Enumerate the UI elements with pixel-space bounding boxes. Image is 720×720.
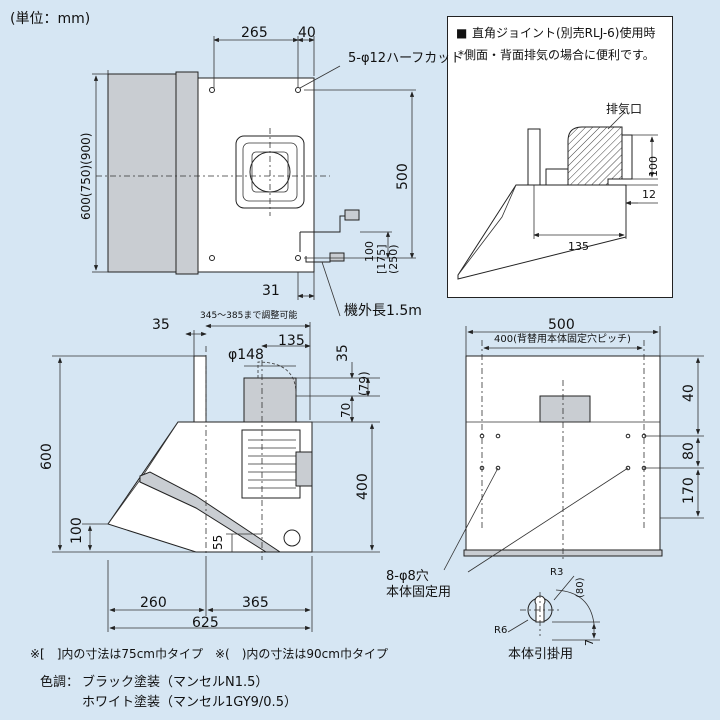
- power-plug: [344, 209, 360, 221]
- cord-length-label: 機外長1.5m: [344, 303, 422, 319]
- side-adjust-label: 345～385まで調整可能: [200, 311, 298, 321]
- front-holes-sub: 本体固定用: [386, 585, 452, 600]
- light-unit: [283, 529, 301, 547]
- side-dim-70: 70: [339, 402, 353, 418]
- front-dim-500: 500: [548, 317, 575, 333]
- inset-subtitle: *側面・背面排気の場合に便利です。: [458, 48, 655, 62]
- side-dim-100: 100: [69, 517, 85, 544]
- side-dim-35-right: 35: [335, 344, 351, 362]
- note-dimension-types: ※[ ]内の寸法は75cm巾タイプ ※( )内の寸法は90cm巾タイプ: [30, 647, 388, 661]
- top-dim-100: 100: [363, 241, 376, 262]
- color-black: ブラック塗装（マンセルN1.5）: [82, 675, 269, 690]
- inset-title: 直角ジョイント(別売RLJ-6)使用時: [472, 26, 656, 40]
- cord-clamp: [329, 252, 345, 262]
- side-phi148: φ148: [228, 347, 264, 363]
- side-dim-365: 365: [242, 595, 269, 611]
- color-white: ホワイト塗装（マンセル1GY9/0.5）: [82, 695, 297, 710]
- inset-dim-12: 12: [642, 188, 656, 201]
- top-dim-175: [175]: [375, 244, 388, 274]
- inset-exhaust-label: 排気口: [606, 102, 643, 116]
- mount-hole: [209, 87, 215, 93]
- hook-label: 本体引掛用: [508, 647, 574, 662]
- top-dim-31: 31: [262, 283, 280, 299]
- hook-dim-80: (80): [575, 577, 586, 598]
- front-duct: [539, 395, 591, 423]
- top-dim-265: 265: [241, 25, 268, 41]
- top-holes-label: 5-φ12ハーフカット: [348, 51, 464, 66]
- duct-outlet: [243, 377, 297, 423]
- inset-dim-100: 100: [647, 156, 660, 177]
- color-label: 色調：: [40, 675, 80, 690]
- mount-hole: [295, 255, 301, 261]
- side-view: [52, 322, 380, 632]
- right-angle-joint: [567, 126, 623, 186]
- front-holes-label: 8-φ8穴: [386, 569, 429, 584]
- inset-title-square-icon: ■: [456, 26, 468, 40]
- hook-r6: R6: [494, 625, 508, 636]
- mount-hole: [209, 255, 215, 261]
- side-dim-600: 600: [39, 443, 55, 470]
- side-dim-35-left: 35: [152, 317, 170, 333]
- inset-drawing: [457, 112, 658, 280]
- hook-dim-7: 7: [583, 639, 596, 646]
- top-dim-40: 40: [298, 25, 316, 41]
- hook-detail: [507, 575, 600, 641]
- front-panel: [139, 471, 282, 553]
- inset-hood: [457, 184, 627, 280]
- side-dim-135: 135: [278, 333, 305, 349]
- top-dim-250: (250): [387, 244, 400, 274]
- top-dim-height: 600(750)(900): [79, 132, 93, 220]
- front-view: [443, 326, 704, 641]
- hook-r3: R3: [550, 567, 564, 578]
- top-dim-500: 500: [395, 163, 411, 190]
- side-dim-79: (79): [357, 371, 371, 396]
- front-dim-40: 40: [681, 384, 697, 402]
- side-dim-260: 260: [140, 595, 167, 611]
- side-dim-55: 55: [211, 534, 225, 550]
- front-dim-80: 80: [681, 442, 697, 460]
- side-dim-625: 625: [192, 615, 219, 631]
- back-bracket: [193, 355, 207, 423]
- inset-box: ■ 直角ジョイント(別売RLJ-6)使用時 *側面・背面排気の場合に便利です。 …: [447, 16, 673, 298]
- unit-label: (単位：mm): [10, 11, 91, 27]
- top-view: [92, 36, 416, 317]
- front-pitch-label: 400(背替用本体固定穴ピッチ): [494, 334, 631, 345]
- side-dim-400: 400: [355, 473, 371, 500]
- top-view-rail: [175, 71, 199, 275]
- inset-dim-135: 135: [568, 240, 589, 253]
- front-dim-170: 170: [681, 477, 697, 504]
